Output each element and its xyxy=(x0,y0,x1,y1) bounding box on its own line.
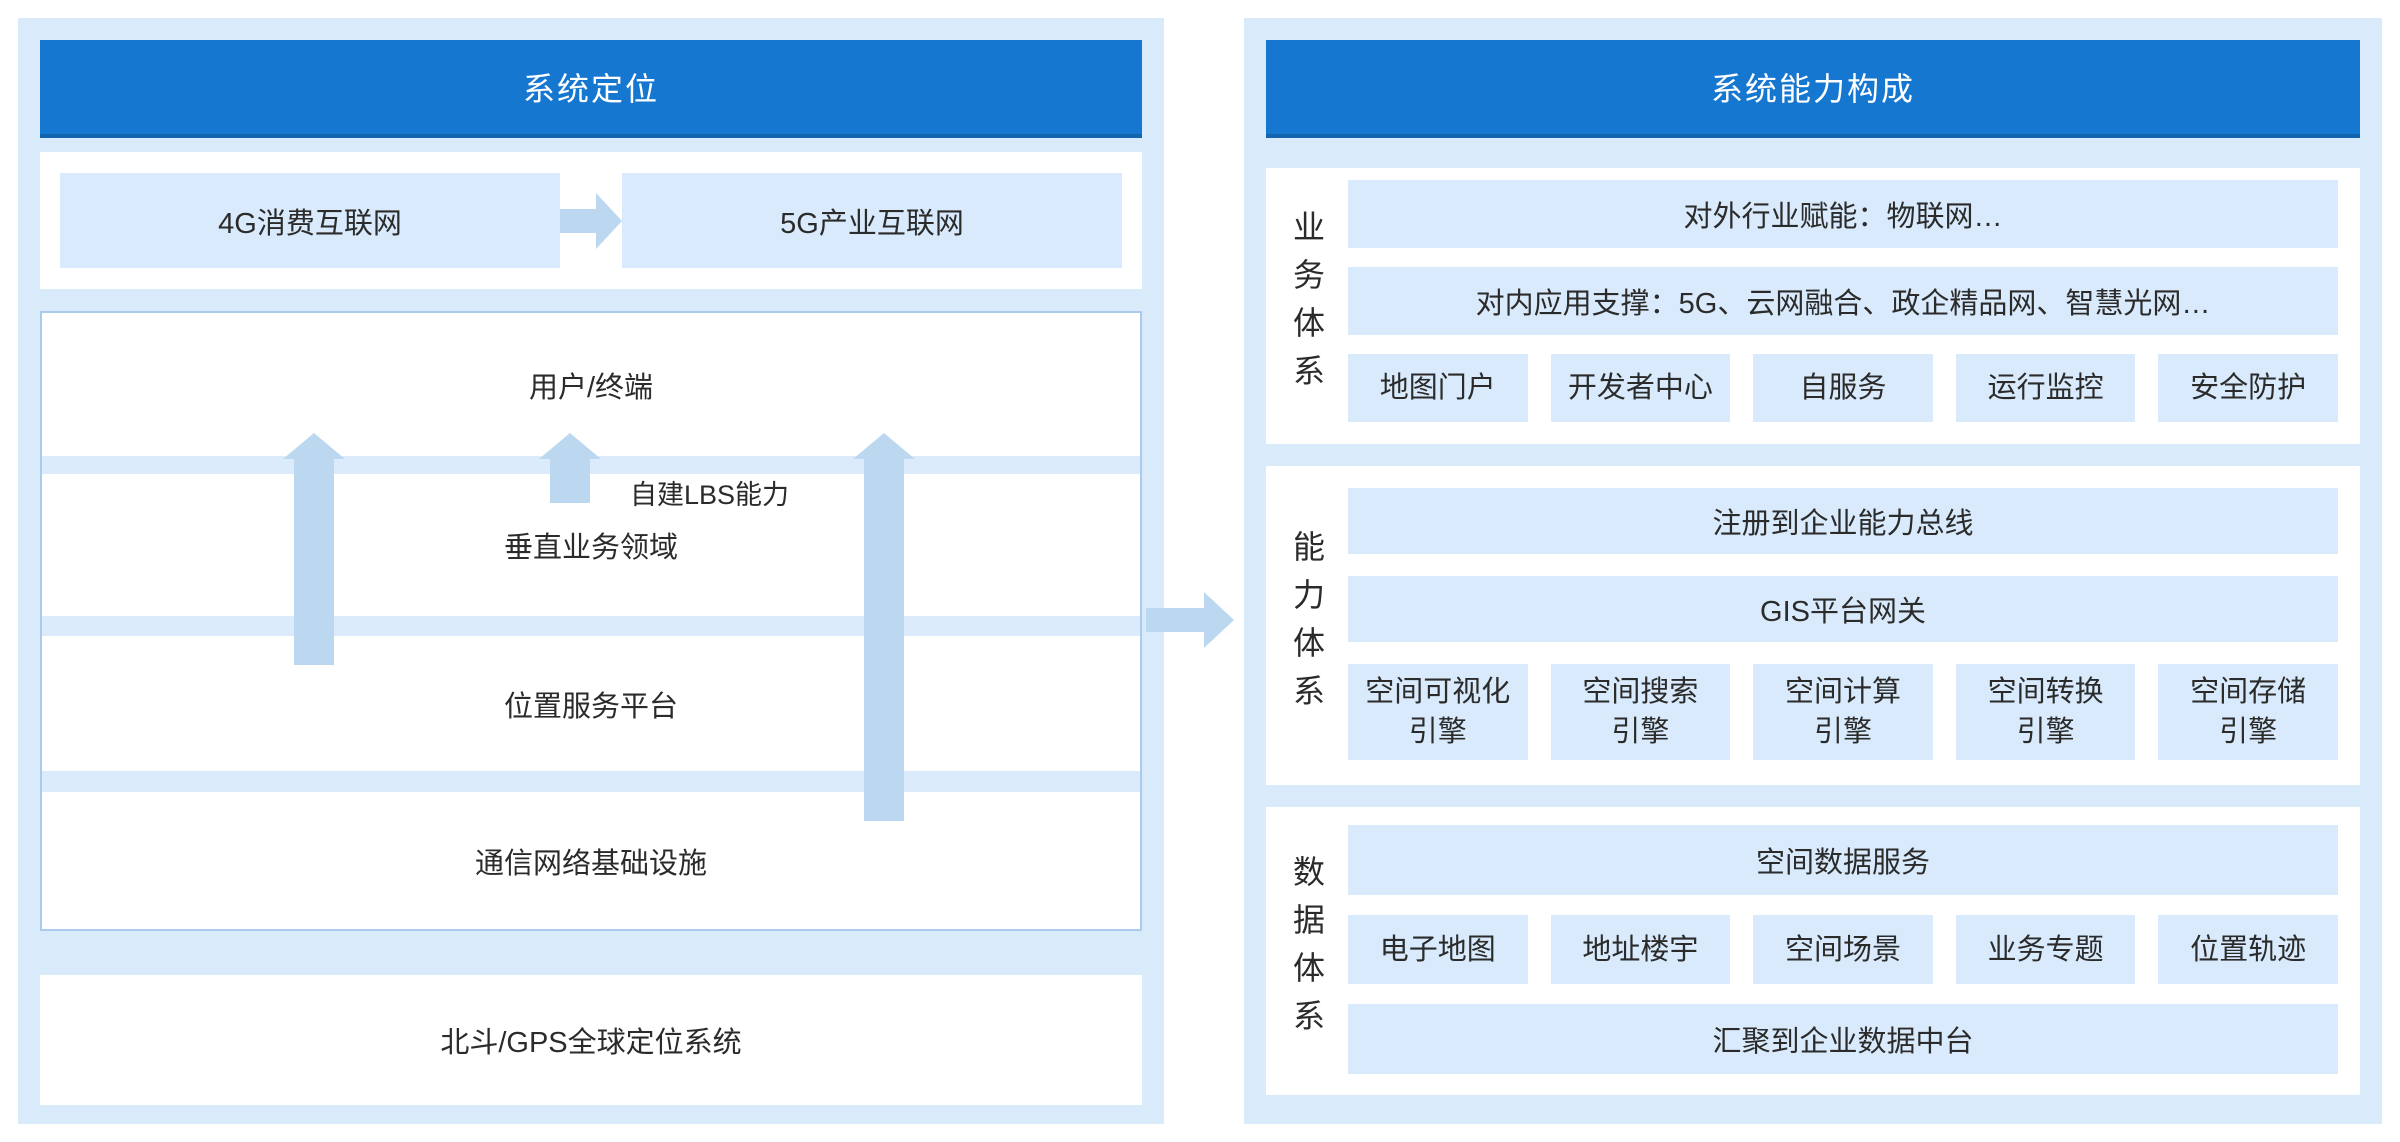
capability-row-bus: 注册到企业能力总线 xyxy=(1348,488,2338,554)
engine-box: 空间计算引擎 xyxy=(1753,664,1933,760)
engine-box: 空间存储引擎 xyxy=(2158,664,2338,760)
capability-section: 能力体系 注册到企业能力总线 GIS平台网关 空间可视化引擎 空间搜索引擎 空间… xyxy=(1266,466,2360,785)
right-panel: 系统能力构成 业务体系 对外行业赋能：物联网… 对内应用支撑：5G、云网融合、政… xyxy=(1244,18,2382,1124)
business-section-label: 业务体系 xyxy=(1289,210,1325,402)
data-box: 电子地图 xyxy=(1348,915,1528,984)
engine-box: 空间搜索引擎 xyxy=(1550,664,1731,760)
data-box: 地址楼宇 xyxy=(1550,915,1731,984)
right-panel-title: 系统能力构成 xyxy=(1266,40,2360,138)
data-box: 业务专题 xyxy=(1955,915,2136,984)
business-section: 业务体系 对外行业赋能：物联网… 对内应用支撑：5G、云网融合、政企精品网、智慧… xyxy=(1266,168,2360,444)
business-box: 自服务 xyxy=(1753,354,1933,422)
right-arrow-icon xyxy=(560,192,622,249)
layer-vertical-business: 垂直业务领域 xyxy=(503,532,678,564)
business-box: 运行监控 xyxy=(1955,354,2136,422)
layer-user-terminal: 用户/终端 xyxy=(528,371,654,404)
engine-box: 空间转换引擎 xyxy=(1955,664,2136,760)
data-section: 数据体系 空间数据服务 电子地图 地址楼宇 空间场景 业务专题 位置轨迹 汇聚到… xyxy=(1266,807,2360,1095)
engine-box: 空间可视化引擎 xyxy=(1348,664,1528,760)
data-box: 位置轨迹 xyxy=(2158,915,2338,984)
business-row-external: 对外行业赋能：物联网… xyxy=(1348,180,2338,248)
up-arrow-icon xyxy=(283,433,345,665)
evolution-row: 4G消费互联网 5G产业互联网 xyxy=(40,152,1142,289)
foundation-box: 北斗/GPS全球定位系统 xyxy=(40,975,1142,1105)
capability-row-gateway: GIS平台网关 xyxy=(1348,576,2338,642)
data-row-service: 空间数据服务 xyxy=(1348,825,2338,895)
left-panel: 系统定位 4G消费互联网 5G产业互联网 用户/终端 垂直业务领域 位置服务平台… xyxy=(18,18,1164,1124)
data-row-midplatform: 汇聚到企业数据中台 xyxy=(1348,1004,2338,1074)
up-arrow-icon xyxy=(539,433,601,503)
capability-section-label: 能力体系 xyxy=(1289,529,1325,722)
layer-stack: 用户/终端 垂直业务领域 位置服务平台 通信网络基础设施 自建LBS能力 xyxy=(40,311,1142,931)
evolution-from-box: 4G消费互联网 xyxy=(60,173,560,268)
business-box: 开发者中心 xyxy=(1550,354,1731,422)
layer-location-platform: 位置服务平台 xyxy=(503,690,678,723)
data-box: 空间场景 xyxy=(1753,915,1933,984)
lbs-capability-label: 自建LBS能力 xyxy=(630,480,790,510)
business-box: 安全防护 xyxy=(2158,354,2338,422)
layer-divider xyxy=(42,771,1140,792)
layer-divider xyxy=(42,616,1140,636)
business-row-internal: 对内应用支撑：5G、云网融合、政企精品网、智慧光网… xyxy=(1348,267,2338,335)
left-panel-title: 系统定位 xyxy=(40,40,1142,138)
up-arrow-icon xyxy=(853,433,915,821)
data-section-label: 数据体系 xyxy=(1289,855,1325,1047)
flow-arrow-icon xyxy=(1146,592,1234,648)
business-box: 地图门户 xyxy=(1348,354,1528,422)
evolution-to-box: 5G产业互联网 xyxy=(622,173,1122,268)
layer-network-infra: 通信网络基础设施 xyxy=(474,847,707,880)
